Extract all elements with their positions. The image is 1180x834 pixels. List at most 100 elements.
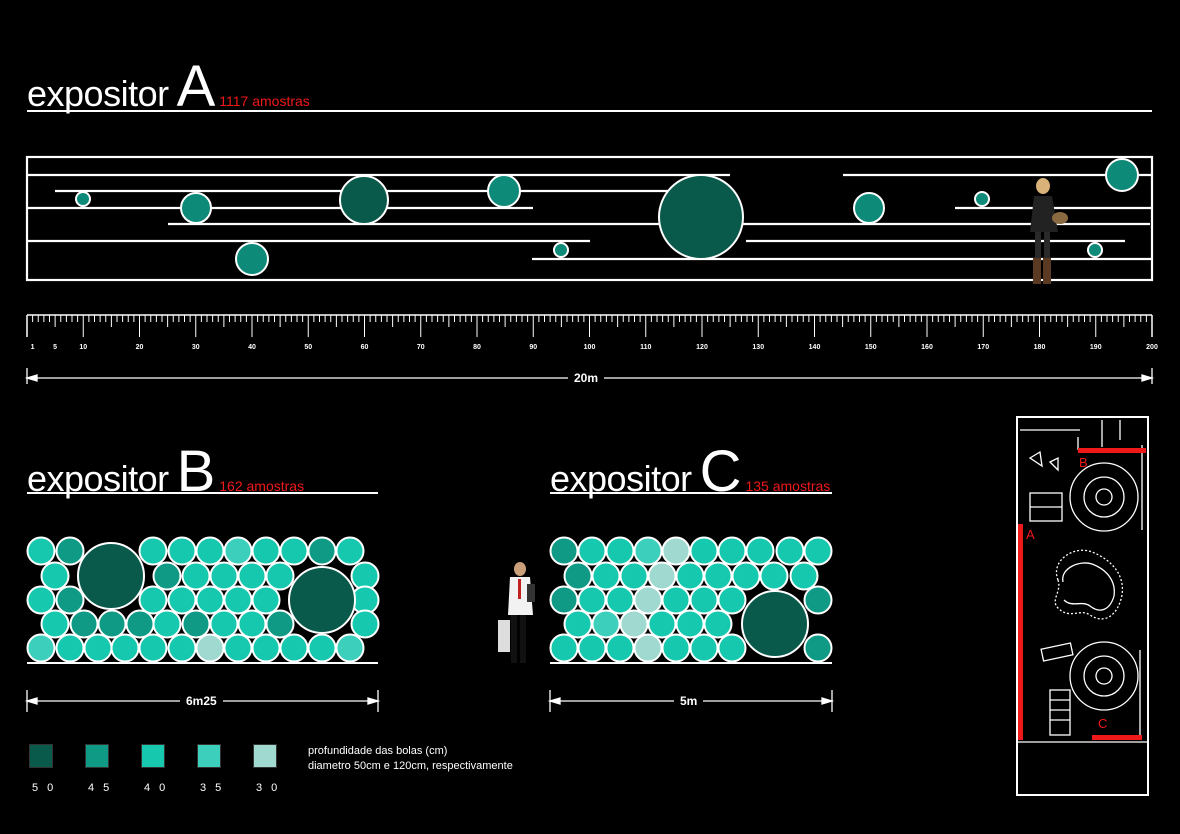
ball — [549, 633, 579, 663]
ball — [577, 633, 607, 663]
ball — [703, 609, 733, 639]
ball — [237, 609, 267, 639]
ball — [235, 242, 269, 276]
ball — [350, 561, 380, 591]
ball — [251, 536, 281, 566]
ball — [549, 536, 579, 566]
ball — [167, 633, 197, 663]
ball — [350, 609, 380, 639]
ball — [26, 536, 56, 566]
legend-swatch — [253, 744, 277, 768]
ruler-tick-label: 150 — [864, 344, 877, 351]
ball — [789, 561, 819, 591]
legend-depth: 5 0 — [32, 782, 57, 794]
ball — [487, 174, 521, 208]
floor-plan — [1016, 416, 1149, 796]
ruler-tick-label: 180 — [1033, 344, 1046, 351]
ball — [675, 561, 705, 591]
person-figure-man — [498, 562, 535, 663]
ruler-tick-label: 200 — [1146, 344, 1158, 351]
ball — [661, 536, 691, 566]
ball — [279, 536, 309, 566]
ball — [717, 633, 747, 663]
ball — [40, 561, 70, 591]
ball — [223, 585, 253, 615]
ball — [307, 536, 337, 566]
ruler-tick-label: 170 — [977, 344, 990, 351]
plan-label-b: B — [1079, 455, 1088, 470]
ruler — [26, 314, 1153, 337]
ball — [335, 536, 365, 566]
ruler-tick-label: 160 — [921, 344, 933, 351]
legend-depth: 3 5 — [200, 782, 225, 794]
legend-swatch — [141, 744, 165, 768]
ball — [55, 633, 85, 663]
ruler-tick-label: 100 — [583, 344, 596, 351]
legend-line-2: diametro 50cm e 120cm, respectivamente — [308, 760, 513, 772]
dimension-b-label: 6m25 — [180, 694, 223, 708]
legend-depth: 4 0 — [144, 782, 169, 794]
ruler-tick-label: 70 — [416, 344, 425, 351]
ball — [803, 633, 833, 663]
expositor-b-count: 162 amostras — [219, 478, 305, 494]
ball — [563, 561, 593, 591]
expositor-b-underline — [27, 492, 378, 494]
ball — [167, 585, 197, 615]
ball — [745, 536, 775, 566]
ball — [26, 633, 56, 663]
expositor-c-count: 135 amostras — [745, 478, 831, 494]
ball — [181, 609, 211, 639]
ball — [1087, 242, 1103, 258]
dimension-a-label: 20m — [568, 371, 605, 385]
ball — [167, 536, 197, 566]
ball — [591, 561, 621, 591]
ruler-tick-label: 110 — [640, 344, 652, 351]
ruler-tick-label: 120 — [696, 344, 708, 351]
ball — [661, 633, 691, 663]
ruler-tick-label: 130 — [752, 344, 765, 351]
dimension-c-label: 5m — [674, 694, 704, 708]
ball — [647, 609, 677, 639]
plan-label-c: C — [1098, 716, 1108, 731]
legend-swatch — [197, 744, 221, 768]
ball — [195, 585, 225, 615]
ball — [307, 633, 337, 663]
ball — [853, 192, 885, 224]
expositor-a-word: expositor — [27, 73, 169, 114]
ball — [577, 536, 607, 566]
ruler-tick-label: 30 — [191, 344, 200, 351]
ball — [83, 633, 113, 663]
expositor-a-letter: A — [176, 54, 216, 119]
ruler-tick-label: 40 — [248, 344, 256, 351]
ball — [605, 536, 635, 566]
ball — [69, 609, 99, 639]
ball — [265, 609, 295, 639]
legend-line-1: profundidade das bolas (cm) — [308, 745, 448, 757]
ball — [633, 536, 663, 566]
ball — [605, 585, 635, 615]
ball — [577, 585, 607, 615]
expositor-c-underline — [550, 492, 832, 494]
ball — [251, 585, 281, 615]
ruler-tick-label: 50 — [304, 344, 313, 351]
expositor-b-balls — [26, 536, 380, 663]
ball — [55, 585, 85, 615]
ruler-tick-label: 1 — [30, 344, 35, 351]
ball — [75, 191, 91, 207]
ball — [138, 536, 168, 566]
ruler-tick-label: 5 — [53, 344, 58, 351]
person-figure-woman — [1030, 178, 1068, 284]
legend-depth: 4 5 — [88, 782, 113, 794]
ball — [553, 242, 569, 258]
ball — [40, 609, 70, 639]
big-ball — [288, 566, 356, 634]
ball — [605, 633, 635, 663]
ruler-tick-label: 20 — [135, 344, 144, 351]
ball — [803, 536, 833, 566]
ball — [775, 536, 805, 566]
ruler-tick-label: 60 — [360, 344, 369, 351]
expositor-a-balls — [75, 158, 1139, 276]
ball — [279, 633, 309, 663]
